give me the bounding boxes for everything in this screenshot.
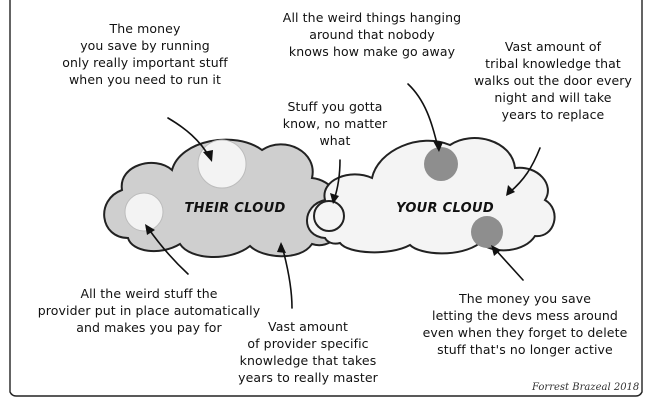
annotation-provider-weird: All the weird stuff the provider put in … bbox=[37, 286, 261, 335]
your-cloud-label: YOUR CLOUD bbox=[396, 201, 494, 216]
their-cloud bbox=[103, 138, 342, 258]
overlap-circle bbox=[313, 200, 345, 232]
arrowhead-provider-knowledge bbox=[277, 242, 286, 253]
annotation-devs-money: The money you save letting the devs mess… bbox=[422, 291, 628, 357]
light-spot-money-saved bbox=[197, 139, 247, 189]
light-spot-provider-weird bbox=[124, 192, 164, 232]
arrow-weird-things bbox=[407, 83, 439, 149]
their-cloud-label: THEIR CLOUD bbox=[184, 201, 286, 216]
annotation-provider-knowledge: Vast amount of provider specific knowled… bbox=[238, 319, 378, 385]
arrowhead-devs-money bbox=[491, 245, 501, 256]
dark-spot-devs-money bbox=[471, 216, 503, 248]
arrowhead-stuff-to-know bbox=[330, 193, 339, 204]
annotation-weird-things: All the weird things hanging around that… bbox=[282, 10, 462, 59]
arrowhead-provider-weird bbox=[145, 224, 155, 235]
arrowhead-money-saved bbox=[203, 150, 213, 162]
annotation-stuff-to-know: Stuff you gotta know, no matter what bbox=[282, 99, 388, 148]
annotation-money-saved: The money you save by running only reall… bbox=[62, 21, 228, 87]
arrowhead-tribal-knowledge bbox=[506, 185, 515, 196]
arrowhead-weird-things bbox=[433, 141, 443, 152]
annotation-tribal-knowledge: Vast amount of tribal knowledge that wal… bbox=[473, 39, 633, 122]
arrow-devs-money bbox=[493, 247, 524, 281]
dark-spot-weird-things bbox=[424, 147, 458, 181]
arrow-tribal-knowledge bbox=[509, 147, 541, 193]
artist-signature: Forrest Brazeal 2018 bbox=[532, 382, 640, 393]
